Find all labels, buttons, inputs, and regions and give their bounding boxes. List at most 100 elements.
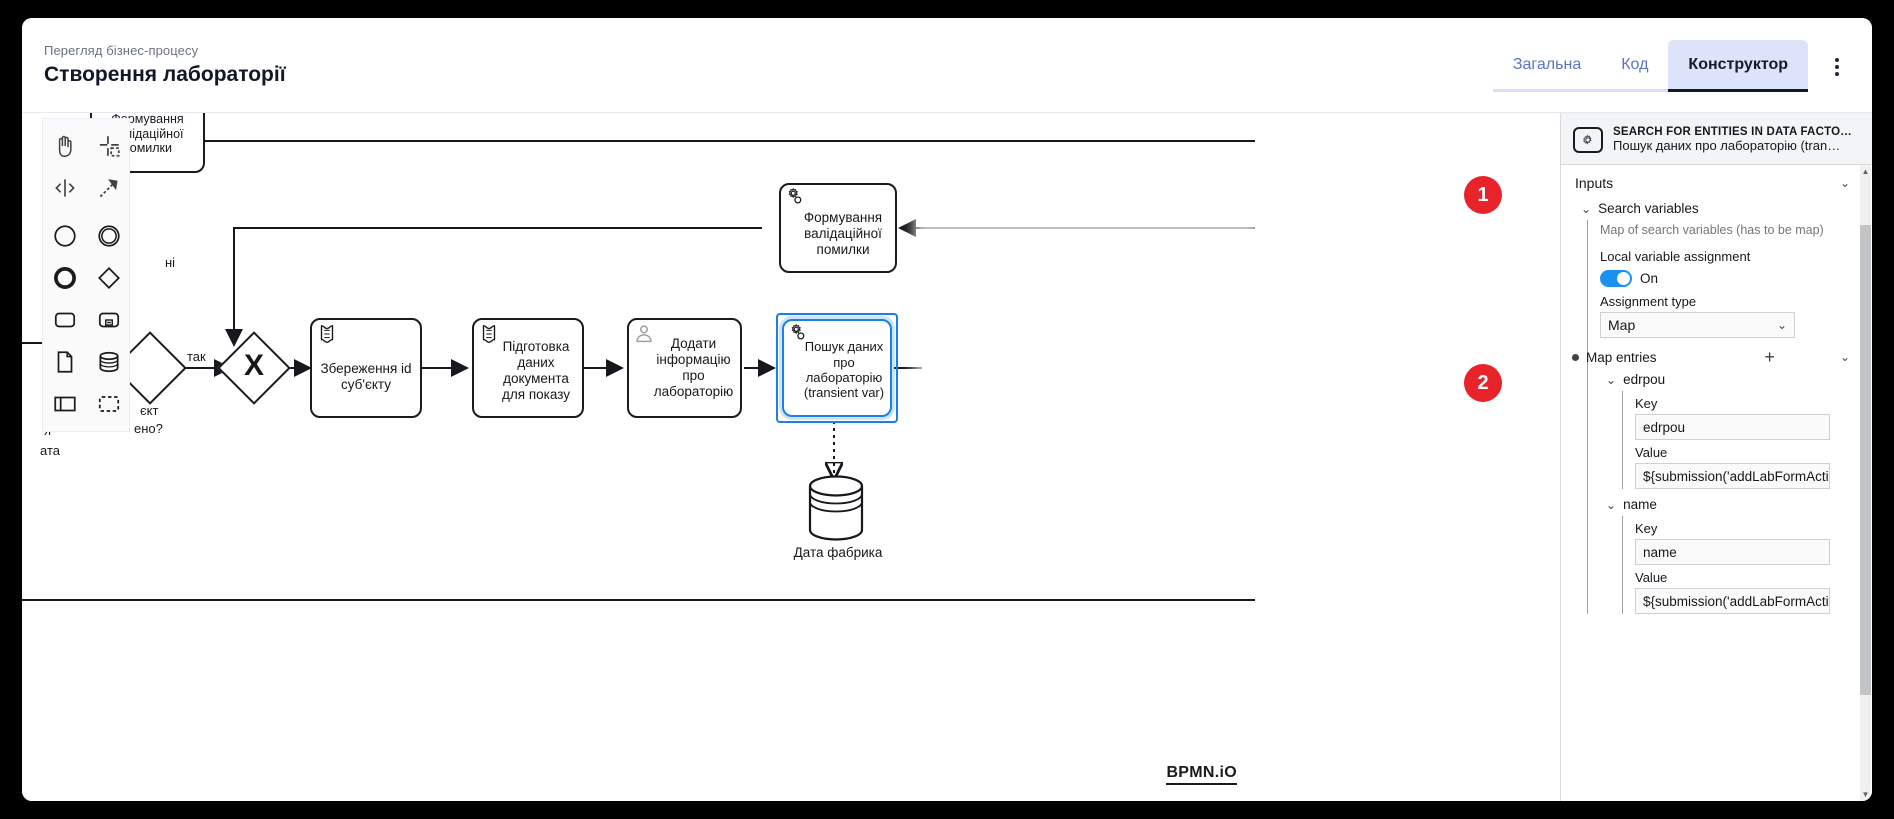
map-entry-header-edrpou[interactable]: ⌄ edrpou [1600, 370, 1862, 391]
annotation-badge-1: 1 [1464, 176, 1502, 214]
end-event-icon[interactable] [43, 257, 87, 299]
search-variables-block: ⌄ Search variables Map of search variabl… [1561, 199, 1862, 615]
bpmn-palette[interactable] [42, 118, 130, 432]
bpmn-node-label: Додати інформацію про лабораторію [653, 336, 734, 399]
map-entries-bullet-icon [1572, 353, 1579, 361]
map-entries-chevron-down-icon[interactable]: ⌄ [1839, 350, 1850, 365]
flow-label-yes: так [187, 349, 206, 364]
properties-panel: SEARCH FOR ENTITIES IN DATA FACTO… Пошук… [1560, 113, 1872, 801]
page-title: Створення лабораторії [44, 63, 286, 86]
toggle-state-label: On [1640, 271, 1659, 287]
bpmn-node-label: Підготовка даних документа для показу [502, 339, 570, 402]
gateway-icon[interactable] [87, 257, 131, 299]
map-entry-content-edrpou: Key edrpou Value ${submission('addLabFor… [1622, 391, 1862, 490]
bpmn-node-save-subject-id[interactable]: Збереження id суб'єкту [310, 318, 422, 418]
assignment-type-chevron-down-icon: ⌄ [1776, 318, 1787, 333]
search-variables-label: Search variables [1598, 201, 1699, 216]
tab-zagalna[interactable]: Загальна [1492, 40, 1602, 92]
participant-icon[interactable] [43, 383, 87, 425]
map-entry-key-input[interactable]: name [1635, 539, 1830, 566]
breadcrumb: Перегляд бізнес-процесу [44, 43, 199, 58]
properties-body[interactable]: Inputs ⌄ ⌄ Search variables Map of searc… [1561, 165, 1872, 801]
service-task-gear-icon [1573, 126, 1603, 153]
more-options-icon[interactable] [1824, 54, 1850, 80]
inputs-group-label: Inputs [1575, 175, 1614, 191]
tab-konstruktor[interactable]: Конструктор [1668, 40, 1808, 92]
map-entry-header-name[interactable]: ⌄ name [1600, 495, 1862, 516]
properties-subtitle: Пошук даних про лабораторію (tran… [1613, 138, 1841, 153]
task-icon[interactable] [43, 299, 87, 341]
properties-header: SEARCH FOR ENTITIES IN DATA FACTO… Пошук… [1561, 113, 1872, 165]
intermediate-event-icon[interactable] [87, 215, 131, 257]
map-entry-value-label: Value [1635, 445, 1668, 461]
properties-scrollbar-thumb[interactable] [1860, 225, 1871, 695]
map-entry-chevron-down-icon[interactable]: ⌄ [1606, 372, 1617, 387]
flow-label-no: ні [165, 255, 176, 270]
map-entries-header[interactable]: Map entries + ⌄ [1572, 346, 1862, 370]
gateway-x-marker: X [244, 349, 265, 382]
script-task-icon [482, 325, 496, 343]
map-entry-key-input[interactable]: edrpou [1635, 414, 1830, 441]
gateway-question-fragment-2: ено? [134, 421, 163, 436]
scroll-down-arrow-icon[interactable]: ▼ [1860, 788, 1871, 801]
gateway-question-fragment-1: єкт [140, 403, 159, 418]
hand-tool-icon[interactable] [43, 125, 87, 167]
local-variable-assignment-row: On [1600, 267, 1862, 289]
bpmn-node-label: Пошук даних про лабораторію (transient v… [803, 339, 885, 401]
global-connect-tool-icon[interactable] [87, 167, 131, 209]
assignment-type-value: Map [1608, 317, 1636, 334]
tab-kod[interactable]: Код [1601, 40, 1669, 92]
left-fragment-label-2: ата [40, 443, 60, 458]
data-store-icon[interactable] [808, 475, 864, 541]
map-entries-add-button[interactable]: + [1764, 347, 1775, 368]
map-entry-value-label: Value [1635, 570, 1668, 586]
scroll-up-arrow-icon[interactable]: ▲ [1860, 165, 1871, 178]
map-entry-name: name [1623, 497, 1657, 513]
tab-bar: Загальна Код Конструктор [1492, 40, 1808, 92]
script-task-icon [320, 325, 334, 343]
map-entries-label: Map entries [1586, 349, 1657, 365]
group-icon[interactable] [87, 383, 131, 425]
page-header: Перегляд бізнес-процесу Створення лабора… [22, 18, 1872, 113]
service-task-gear-icon [788, 188, 802, 204]
data-store-icon[interactable] [87, 341, 131, 383]
subprocess-icon[interactable] [87, 299, 131, 341]
bpmn-node-label: Формування валідаційної помилки [803, 210, 883, 257]
bpmn-node-error-mid[interactable]: Формування валідаційної помилки [779, 183, 897, 273]
map-entry-value-input[interactable]: ${submission('addLabFormActiv [1635, 463, 1830, 490]
bpmn-node-label: Збереження id суб'єкту [320, 361, 412, 392]
bpmn-canvas[interactable]: Формування валідаційної помилки Формуван… [22, 113, 1255, 801]
bpmn-io-watermark[interactable]: BPMN.iO [1166, 764, 1237, 785]
map-entry-key-label: Key [1635, 396, 1658, 412]
data-store-label: Дата фабрика [793, 545, 883, 560]
map-entry-name: edrpou [1623, 372, 1666, 388]
bpmn-node-selection-outline [776, 313, 898, 423]
map-entry-value-input[interactable]: ${submission('addLabFormActiv [1635, 588, 1830, 615]
inputs-group-chevron-down-icon[interactable]: ⌄ [1839, 176, 1850, 190]
map-entry-content-name: Key name Value ${submission('addLabFormA… [1622, 516, 1862, 615]
annotation-badge-2: 2 [1464, 364, 1502, 402]
lasso-tool-icon[interactable] [87, 125, 131, 167]
properties-scroll-content: Inputs ⌄ ⌄ Search variables Map of searc… [1561, 165, 1862, 801]
search-variables-chevron-down-icon[interactable]: ⌄ [1581, 201, 1592, 216]
local-variable-assignment-label: Local variable assignment [1600, 249, 1751, 265]
search-variables-header[interactable]: ⌄ Search variables [1575, 199, 1862, 220]
start-event-icon[interactable] [43, 215, 87, 257]
bpmn-node-add-lab-info[interactable]: Додати інформацію про лабораторію [627, 318, 742, 418]
blurred-region [914, 193, 1255, 523]
user-task-icon [636, 325, 652, 343]
application-window: Перегляд бізнес-процесу Створення лабора… [22, 18, 1872, 801]
assignment-type-label: Assignment type [1600, 294, 1697, 310]
search-variables-description: Map of search variables (has to be map) [1600, 223, 1824, 237]
map-entry-chevron-down-icon[interactable]: ⌄ [1606, 497, 1617, 512]
bpmn-node-prepare-doc-data[interactable]: Підготовка даних документа для показу [472, 318, 584, 418]
bpmn-node-search-lab-data[interactable]: Пошук даних про лабораторію (transient v… [782, 319, 892, 417]
assignment-type-select[interactable]: Map ⌄ [1600, 312, 1795, 339]
search-variables-content: Map of search variables (has to be map) … [1572, 220, 1862, 615]
data-object-icon[interactable] [43, 341, 87, 383]
space-tool-icon[interactable] [43, 167, 87, 209]
inputs-group-header[interactable]: Inputs ⌄ [1561, 165, 1862, 199]
properties-title: SEARCH FOR ENTITIES IN DATA FACTO… [1613, 126, 1852, 138]
service-task-gear-icon [791, 324, 805, 340]
local-variable-assignment-toggle[interactable] [1600, 270, 1632, 288]
